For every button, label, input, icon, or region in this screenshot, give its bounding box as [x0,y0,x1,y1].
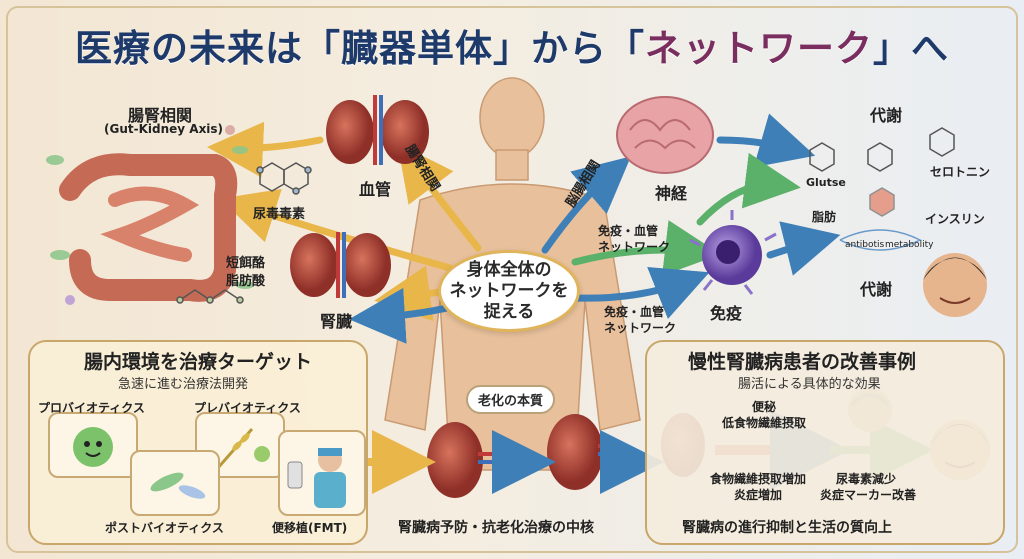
metabolism-molecules [809,127,955,251]
urea-down-label: 尿毒素減少 [836,472,897,486]
immune-vascular-label-2a: 免疫・血管 [604,305,665,319]
right-panel-title: 慢性腎臓病患者の改善事例 [688,351,917,373]
fmt-label: 便移植(FMT) [272,521,348,535]
kidney-organ [290,232,391,298]
low-fiber-label: 低食物繊維摂取 [722,416,807,430]
arrow-immune-to-right [766,221,841,276]
intestine-illustration [59,153,238,302]
immune-cell [689,210,777,295]
arrow-immune-to-metabolism [696,152,801,226]
left-panel-subtitle: 急速に進む治療法開発 [118,377,249,392]
arrow-center-to-brain [541,156,631,254]
title-part2: ネットワーク [645,26,873,70]
postbiotics-label: ポストバイオティクス [105,521,224,535]
probiotics-label: プロバイオティクス [38,401,145,415]
bacteria-icon [150,472,206,499]
metabolity-label: metabolity [885,240,934,250]
brain-organ [616,96,714,174]
insulin-label: インスリン [925,212,985,226]
probiotics-mascot-icon [73,427,113,467]
uremic-toxin-molecule [256,162,312,195]
scfa-label-1: 短餌酪 [226,256,266,271]
arrow-center-to-immune-2 [571,266,710,319]
scfa-label-2: 脂肪酸 [226,274,266,289]
immune-vascular-label-1a: 免疫・血管 [598,224,659,238]
postbiotics-cell [130,450,220,516]
kidney-label: 腎臓 [320,312,353,331]
marker-improve-label: 炎症マーカー改善 [820,488,917,502]
decorative-frame [6,6,1018,553]
grain-icon [215,428,270,470]
title-part1: 医療の未来は「臓器単体」から「 [75,26,645,70]
arrow-center-to-gut [219,188,454,272]
immune-vascular-label-1b: ネットワーク [598,240,671,254]
arrow-brain-to-metabolism [716,113,816,168]
metabolism-title-top: 代謝 [870,106,903,125]
scfa-molecule [176,289,244,304]
prebiotics-label: プレバイオティクス [194,401,301,415]
middle-caption: 腎臓病予防・抗老化治療の中核 [398,520,594,536]
arrow-center-to-top-kidney [397,143,482,252]
right-panel [645,340,1005,545]
metabolism-title-bottom: 代謝 [860,280,893,299]
constipation-label: 便秘 [752,400,777,414]
fat-label: 脂肪 [812,210,837,224]
nerve-label: 神経 [655,184,688,203]
kidney-vessels-organ [326,95,429,165]
fmt-cell [278,430,366,516]
center-line-1: 身体全体の [466,259,552,280]
arrow-center-to-immune-1 [571,220,721,276]
probiotics-cell [48,412,138,478]
immune-vascular-label-2b: ネットワーク [604,321,677,335]
glutse-label: Glutse [806,176,846,189]
vessels-label: 血管 [359,180,392,199]
center-line-3: 捉える [483,301,535,322]
aging-essence-badge: 老化の本質 [466,385,556,414]
gut-kidney-axis-subtitle: (Gut-Kidney Axis) [104,122,224,136]
uremic-toxin-label: 尿毒毒素 [253,207,306,222]
doctor-icon [287,448,346,508]
person-avatar [923,253,987,317]
kidney-center-1 [427,422,500,498]
inflammation-up-label: 炎症増加 [734,488,783,502]
center-concept: 身体全体の ネットワークを 捉える [438,250,580,332]
antibotis-label: antibotis [845,240,885,250]
immune-label: 免疫 [710,304,743,323]
title-part3: 」へ [873,26,949,70]
center-line-2: ネットワークを [449,280,569,301]
bacteria-illustration [46,125,254,305]
right-panel-caption: 腎臓病の進行抑制と生活の質向上 [682,520,892,536]
fiber-up-label: 食物繊維摂取増加 [710,472,807,486]
gut-kidney-axis-title: 腸腎相関 [128,106,193,125]
serotonin-label: セロトニン [930,165,991,179]
page-title: 医療の未来は「臓器単体」から「ネットワーク」へ [0,18,1024,72]
right-panel-subtitle: 腸活による具体的な効果 [738,377,881,392]
left-panel-title: 腸内環境を治療ターゲット [84,351,313,373]
